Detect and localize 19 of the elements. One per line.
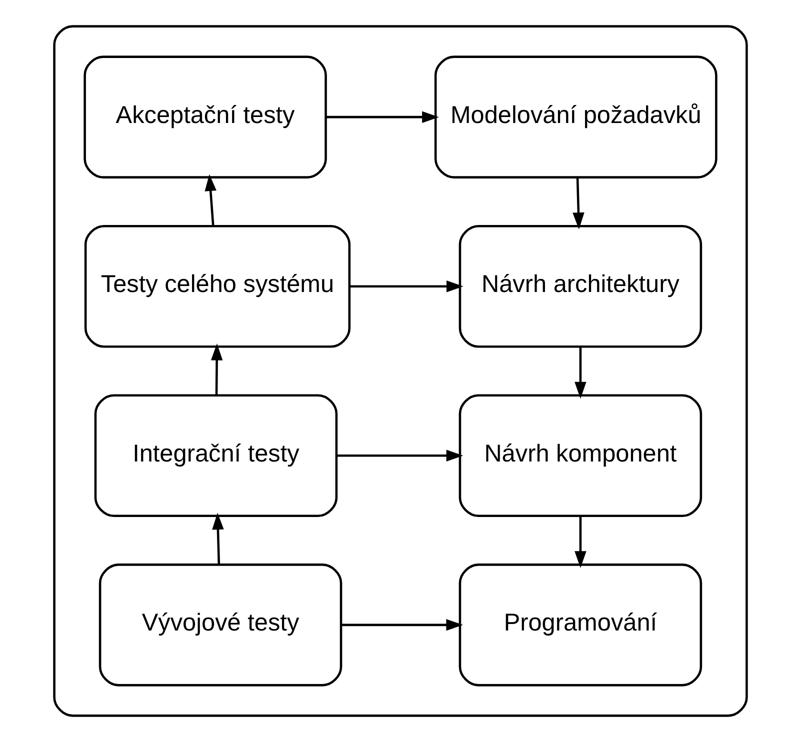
node-box: Akceptační testy: [83, 56, 326, 178]
node-box: Programování: [458, 564, 702, 686]
arrow: [350, 280, 463, 292]
arrow: [204, 174, 216, 226]
node-box: Vývojové testy: [98, 564, 342, 686]
node-box: Modelování požadavků: [434, 56, 717, 178]
node-box: Testy celého systému: [84, 224, 350, 348]
node-box: Návrh architektury: [458, 224, 702, 348]
cluster: [52, 25, 748, 717]
arrow: [574, 346, 586, 399]
arrow: [572, 178, 584, 230]
arrow: [340, 619, 463, 631]
arrow: [212, 512, 224, 565]
arrow: [574, 516, 586, 568]
node-box: Návrh komponent: [458, 394, 702, 518]
arrow: [326, 111, 438, 123]
arrow: [210, 344, 222, 396]
arrow: [336, 450, 463, 462]
node-box: Integrační testy: [94, 394, 338, 518]
